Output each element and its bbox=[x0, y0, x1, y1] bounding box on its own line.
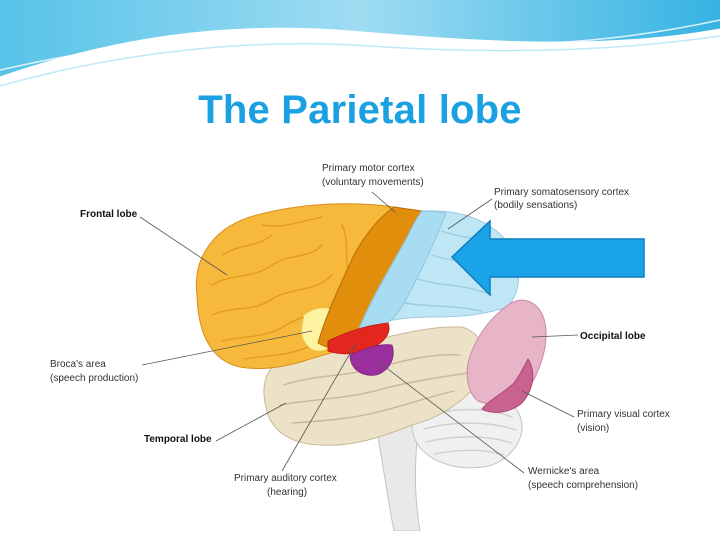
header-wave-decoration bbox=[0, 0, 720, 87]
brocas-area-label: Broca's area bbox=[50, 359, 106, 370]
primary-auditory-cortex-region bbox=[327, 322, 390, 355]
frontal-lobe-label: Frontal lobe bbox=[80, 209, 138, 220]
slide-title: The Parietal lobe bbox=[198, 88, 522, 132]
primary-auditory-cortex-desc: (hearing) bbox=[267, 487, 307, 498]
temporal-lobe-label: Temporal lobe bbox=[144, 434, 212, 445]
temporal-lobe-leader bbox=[215, 402, 287, 442]
brain-diagram-panel: Frontal lobe Primary motor cortex (volun… bbox=[22, 155, 700, 531]
primary-auditory-cortex-label: Primary auditory cortex bbox=[234, 473, 337, 484]
primary-motor-cortex-label: Primary motor cortex bbox=[322, 163, 415, 174]
brain-diagram: Frontal lobe Primary motor cortex (volun… bbox=[50, 163, 670, 531]
primary-visual-cortex-region bbox=[481, 358, 534, 413]
primary-visual-cortex-leader bbox=[521, 390, 575, 418]
brainstem-region bbox=[371, 404, 421, 531]
primary-auditory-cortex-leader bbox=[281, 342, 357, 472]
primary-visual-cortex-label: Primary visual cortex bbox=[577, 409, 670, 420]
primary-visual-cortex-desc: (vision) bbox=[577, 423, 609, 434]
wernickes-area-region bbox=[349, 344, 394, 376]
frontal-lobe-leader bbox=[139, 216, 228, 276]
primary-motor-cortex-desc: (voluntary movements) bbox=[322, 177, 424, 188]
parietal-highlight-arrow bbox=[450, 219, 645, 297]
occipital-lobe-region bbox=[466, 299, 547, 405]
primary-somatosensory-cortex-label: Primary somatosensory cortex bbox=[494, 187, 629, 198]
primary-somatosensory-cortex-leader bbox=[447, 198, 493, 230]
primary-somatosensory-cortex-desc: (bodily sensations) bbox=[494, 200, 577, 211]
occipital-lobe-label: Occipital lobe bbox=[580, 331, 646, 342]
wernickes-area-label: Wernicke's area bbox=[528, 466, 600, 477]
primary-motor-cortex-leader bbox=[371, 191, 397, 214]
occipital-lobe-leader bbox=[531, 334, 579, 338]
wernickes-area-desc: (speech comprehension) bbox=[528, 480, 638, 491]
wernickes-area-leader bbox=[379, 362, 525, 474]
brocas-area-desc: (speech production) bbox=[50, 373, 138, 384]
brocas-area-leader bbox=[141, 330, 313, 366]
